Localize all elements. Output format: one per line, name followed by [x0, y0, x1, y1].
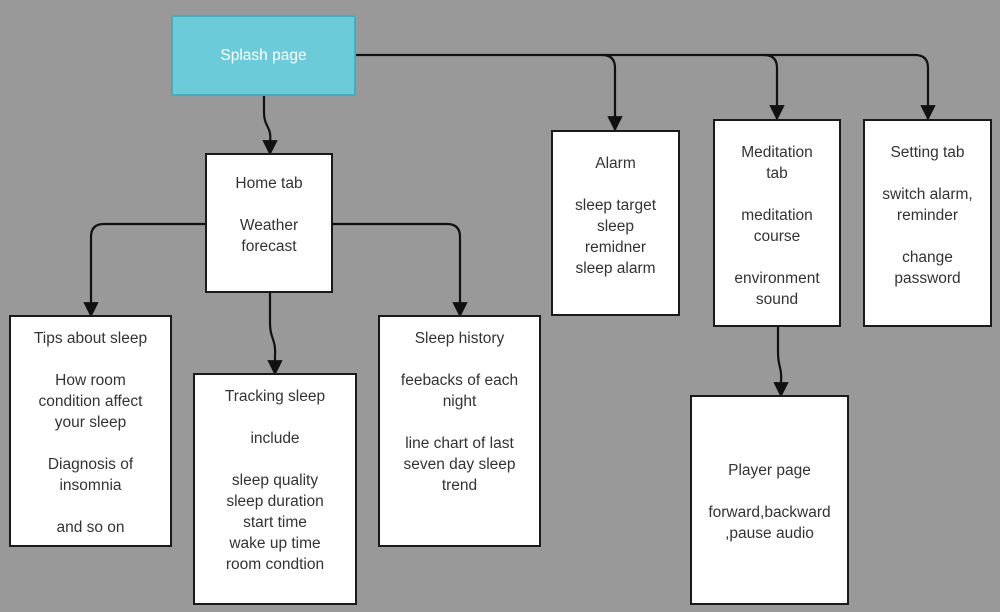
blank-line [871, 163, 984, 184]
blank-line [721, 184, 833, 205]
history-text-line: feebacks of each [400, 372, 519, 389]
blank-line [698, 481, 841, 502]
tracking-text-line: sleep duration [226, 493, 324, 510]
tips-text-line: insomnia [59, 477, 122, 494]
meditation-text-line: environment [734, 270, 820, 287]
meditation-text-line: tab [766, 165, 788, 182]
setting-text-line: password [894, 270, 961, 287]
tips-text-line: condition affect [38, 393, 143, 410]
blank-line [17, 349, 164, 370]
home-text-line: Weather forecast [239, 217, 299, 255]
alarm-text-line: sleep [596, 218, 635, 235]
meditation-tab-node: Meditation tab meditation course environment… [713, 119, 841, 327]
meditation-text-line: Meditation [741, 144, 813, 161]
edge-splash-meditation [602, 53, 785, 121]
tracking-text-line: start time [243, 514, 307, 531]
tracking-text-line: room condtion [225, 556, 325, 573]
blank-line [213, 194, 325, 215]
tips-text-line: Tips about sleep [33, 330, 148, 347]
tracking-text-line: Tracking sleep [224, 388, 326, 405]
blank-line [17, 496, 164, 517]
edge-splash-alarm [356, 53, 623, 132]
home-text-line: Home tab [235, 175, 303, 192]
player-text-line: forward,backward [708, 504, 831, 521]
tips-text-line: your sleep [54, 414, 127, 431]
splash-page-label: Splash page [220, 45, 306, 66]
meditation-text-line: sound [755, 291, 799, 308]
edge-home-tips [83, 222, 206, 318]
tips-text-line: Diagnosis of [47, 456, 134, 473]
history-text-line: Sleep history [414, 330, 505, 347]
blank-line [721, 247, 833, 268]
sleep-history-node: Sleep history feebacks of each night line c… [378, 315, 541, 547]
alarm-text-line: Alarm [595, 155, 636, 172]
player-page-node: Player page forward,backward ,pause audio [690, 395, 849, 605]
setting-text-line: Setting tab [890, 144, 965, 161]
setting-tab-node: Setting tab switch alarm, reminder change pa… [863, 119, 992, 327]
blank-line [201, 407, 349, 428]
tracking-sleep-node: Tracking sleep include sleep quality sleep … [193, 373, 357, 605]
tracking-text-line: wake up time [229, 535, 321, 552]
edge-home-history [333, 222, 468, 318]
history-text-line: trend [441, 477, 478, 494]
blank-line [871, 226, 984, 247]
setting-text-line: change [902, 249, 953, 266]
alarm-text-line: sleep alarm [575, 260, 656, 277]
edge-splash-setting [764, 53, 936, 121]
blank-line [386, 412, 533, 433]
history-text-line: seven day sleep [403, 456, 516, 473]
edge-home-tracking [267, 293, 283, 376]
edge-meditation-player [773, 327, 789, 398]
meditation-text-line: course [753, 228, 801, 245]
meditation-text-line: meditation [741, 207, 813, 224]
player-text-line: ,pause audio [725, 525, 814, 542]
splash-text-line: Splash page [220, 47, 307, 64]
history-text-line: night [442, 393, 477, 410]
splash-page-node: Splash page [171, 15, 356, 96]
edge-splash-home [262, 96, 278, 156]
blank-line [201, 449, 349, 470]
alarm-text-line: remidner [584, 239, 647, 256]
tracking-text-line: include [250, 430, 300, 447]
alarm-text-line: sleep target [575, 197, 656, 214]
blank-line [559, 174, 672, 195]
setting-text-line: reminder [896, 207, 959, 224]
tracking-text-line: sleep quality [231, 472, 319, 489]
player-text-line: Player page [728, 462, 811, 479]
setting-text-line: switch alarm, [882, 186, 973, 203]
tips-text-line: and so on [56, 519, 125, 536]
blank-line [17, 433, 164, 454]
history-text-line: line chart of last [405, 435, 514, 452]
tips-text-line: How room [55, 372, 126, 389]
alarm-node: Alarm sleep target sleep remidner sleep alar… [551, 130, 680, 316]
blank-line [386, 349, 533, 370]
